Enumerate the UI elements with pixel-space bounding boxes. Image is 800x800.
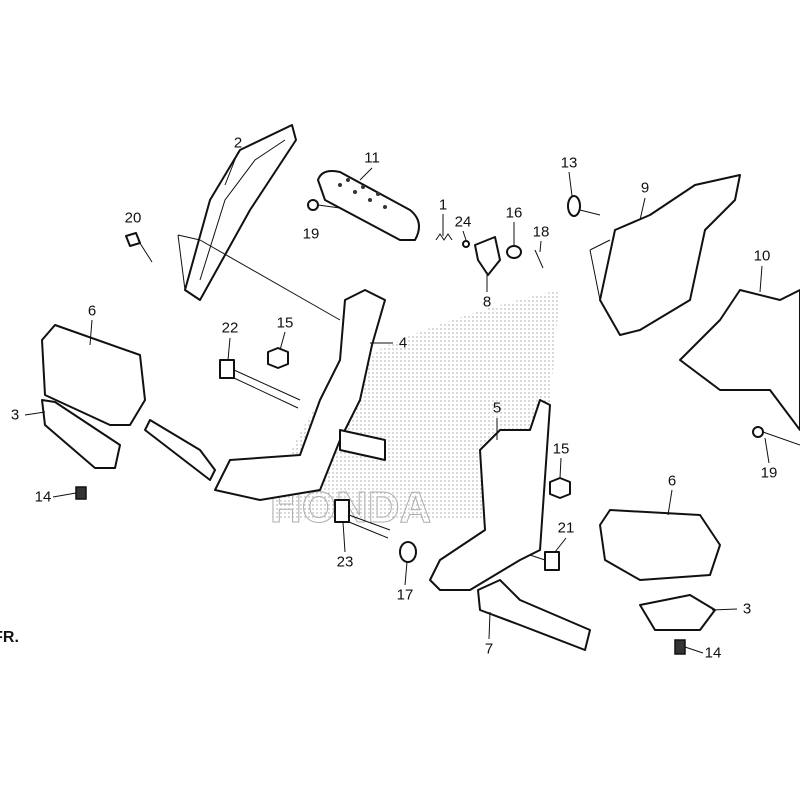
front-direction-mark: FR. xyxy=(0,629,19,646)
footrest-rubber-6 xyxy=(41,324,146,426)
callout-14: 14 xyxy=(34,488,52,506)
footpeg-11 xyxy=(317,170,420,241)
callout-6: 6 xyxy=(87,302,97,320)
washer-17 xyxy=(399,541,417,563)
callout-19: 19 xyxy=(302,225,320,243)
plate-8 xyxy=(474,236,501,276)
callout-4: 4 xyxy=(398,334,408,352)
footrest-rubber-6b xyxy=(599,509,721,581)
callout-3: 3 xyxy=(10,406,20,424)
callout-10: 10 xyxy=(753,247,771,265)
nut-15b xyxy=(549,477,571,499)
pedal-arm xyxy=(144,419,216,481)
heel-guard xyxy=(184,124,297,301)
pin-19 xyxy=(307,199,341,211)
callout-22: 22 xyxy=(221,319,239,337)
clip-18 xyxy=(534,249,544,269)
callout-23: 23 xyxy=(336,553,354,571)
callout-17: 17 xyxy=(396,586,414,604)
bolt-20 xyxy=(125,232,153,263)
callout-1: 1 xyxy=(438,196,448,214)
nut-15 xyxy=(267,347,289,369)
bracket-3 xyxy=(41,399,121,469)
bracket-9 xyxy=(599,174,741,336)
callout-8: 8 xyxy=(482,293,492,311)
callout-18: 18 xyxy=(532,223,550,241)
callout-20: 20 xyxy=(124,209,142,227)
callout-21: 21 xyxy=(557,519,575,537)
ball-24 xyxy=(462,240,470,248)
pedal-7 xyxy=(477,579,591,651)
callout-6b: 6 xyxy=(667,472,677,490)
shaft xyxy=(339,429,386,461)
callout-2: 2 xyxy=(233,134,243,152)
leader-lines xyxy=(24,151,770,654)
callout-7: 7 xyxy=(484,640,494,658)
callout-24: 24 xyxy=(454,213,472,231)
callout-15b: 15 xyxy=(552,440,570,458)
bolt-23 xyxy=(334,499,391,539)
callout-5: 5 xyxy=(492,399,502,417)
callout-11: 11 xyxy=(364,149,380,167)
callout-16: 16 xyxy=(505,204,523,222)
screw-14b xyxy=(674,639,686,655)
callout-19b: 19 xyxy=(760,464,778,482)
spring-1 xyxy=(435,233,453,241)
bolt-21 xyxy=(529,551,560,571)
callout-15: 15 xyxy=(276,314,294,332)
bolt-22 xyxy=(219,359,301,409)
bracket-3b xyxy=(639,594,716,631)
callout-14b: 14 xyxy=(704,644,722,662)
bracket-10 xyxy=(679,289,800,431)
callout-3b: 3 xyxy=(742,600,752,618)
callout-13: 13 xyxy=(560,154,578,172)
screw-14 xyxy=(75,486,87,500)
callout-9: 9 xyxy=(640,179,650,197)
bracket-4 xyxy=(214,289,386,501)
bolt-13 xyxy=(567,195,601,217)
washer-16 xyxy=(506,245,522,259)
bracket-5 xyxy=(429,399,551,591)
pin-19b xyxy=(752,426,800,446)
